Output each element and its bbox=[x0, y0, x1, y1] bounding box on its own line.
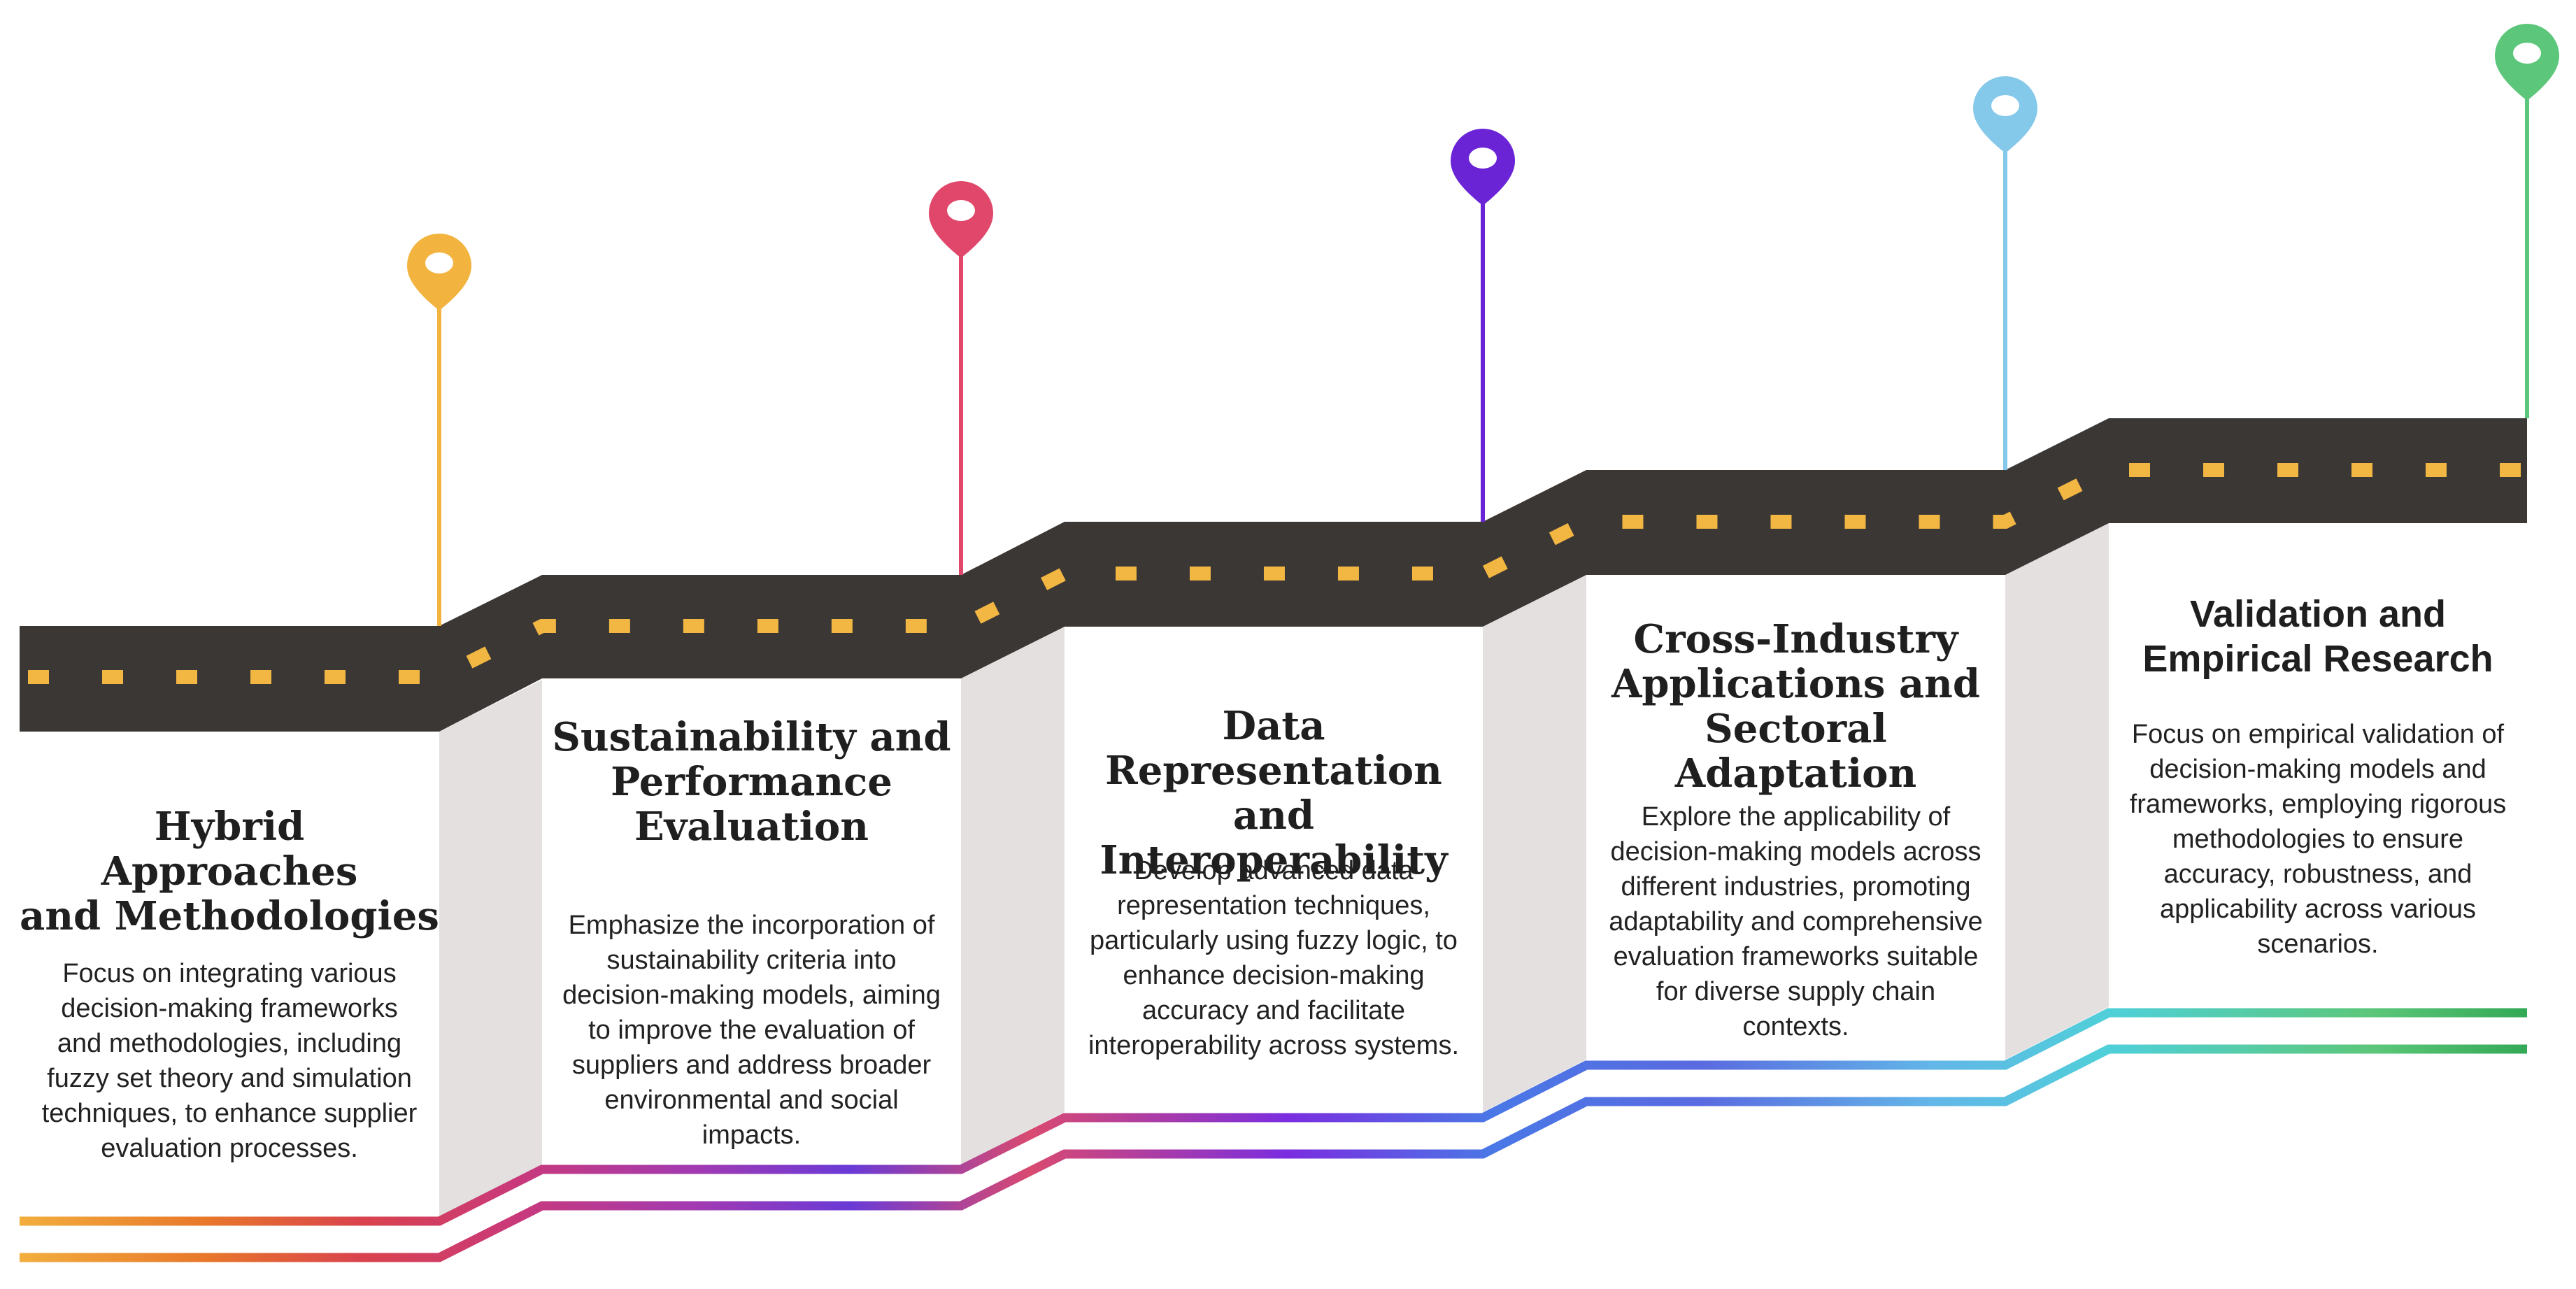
step-2-title: Sustainability and Performance Evaluatio… bbox=[552, 714, 951, 850]
panel-3 bbox=[1065, 627, 1483, 1112]
location-pin-icon bbox=[407, 234, 471, 626]
step-2-description: Emphasize the incorporation of sustainab… bbox=[562, 911, 941, 1150]
step-3-title: Data Representation and Interoperability bbox=[1100, 703, 1448, 883]
step-4-title: Cross-Industry Applications and Sectoral… bbox=[1611, 616, 1981, 797]
bottom-stripe-lower bbox=[20, 1044, 2527, 1262]
pin-hole bbox=[1991, 95, 2019, 116]
pin-hole bbox=[947, 200, 975, 221]
side-panels bbox=[439, 523, 2109, 1217]
panel-2 bbox=[542, 680, 961, 1165]
step-1-title: Hybrid Approaches and Methodologies bbox=[20, 804, 439, 939]
location-pin-icon bbox=[2495, 24, 2559, 418]
step-5-description: Focus on empirical validation of decisio… bbox=[2129, 720, 2507, 959]
panel-4 bbox=[1586, 575, 2005, 1060]
side-panel-2 bbox=[961, 627, 1065, 1165]
pins-layer bbox=[407, 24, 2559, 626]
bottom-stripe-upper bbox=[20, 1008, 2527, 1226]
step-4-description: Explore the applicability of decision-ma… bbox=[1609, 802, 1983, 1041]
side-panel-4 bbox=[2005, 523, 2109, 1060]
location-pin-icon bbox=[1451, 129, 1515, 522]
location-pin-icon bbox=[929, 181, 993, 575]
step-5-title: Validation and Empirical Research bbox=[2142, 593, 2493, 680]
location-pin-icon bbox=[1973, 76, 2037, 470]
pin-hole bbox=[1469, 148, 1497, 169]
step-3-description: Develop advanced data representation tec… bbox=[1088, 856, 1460, 1060]
side-panel-1 bbox=[439, 680, 542, 1217]
pin-hole bbox=[425, 252, 453, 273]
panel-1 bbox=[20, 732, 439, 1217]
pin-hole bbox=[2513, 43, 2541, 64]
panel-5 bbox=[2109, 523, 2527, 1007]
side-panel-3 bbox=[1483, 575, 1586, 1112]
step-1-description: Focus on integrating various decision-ma… bbox=[41, 959, 418, 1163]
road-center-dashes bbox=[28, 463, 2527, 684]
white-panels bbox=[20, 523, 2527, 1217]
